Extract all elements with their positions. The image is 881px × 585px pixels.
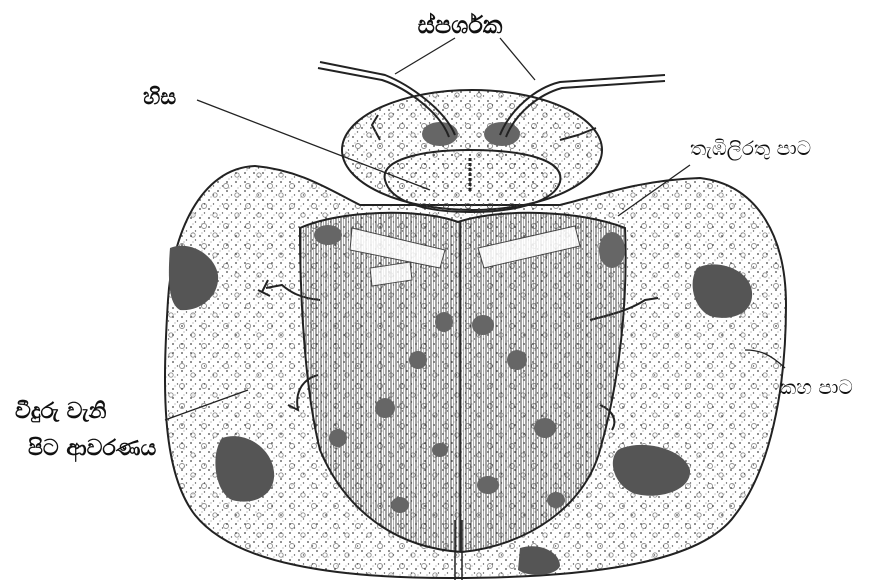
yellow-color-label: කහ පාට [780, 375, 853, 399]
orange-color-label: තැඹිලිරතු පාට [690, 136, 811, 161]
antenna-label: ස්පර්ශක [418, 11, 503, 39]
head [385, 150, 561, 212]
glass-like-cover-label-line2: පිට ආවරණය [28, 436, 156, 462]
head-label: හිස [143, 85, 176, 110]
glass-like-cover-label-line1: වීදුරු වැනි [15, 399, 107, 424]
